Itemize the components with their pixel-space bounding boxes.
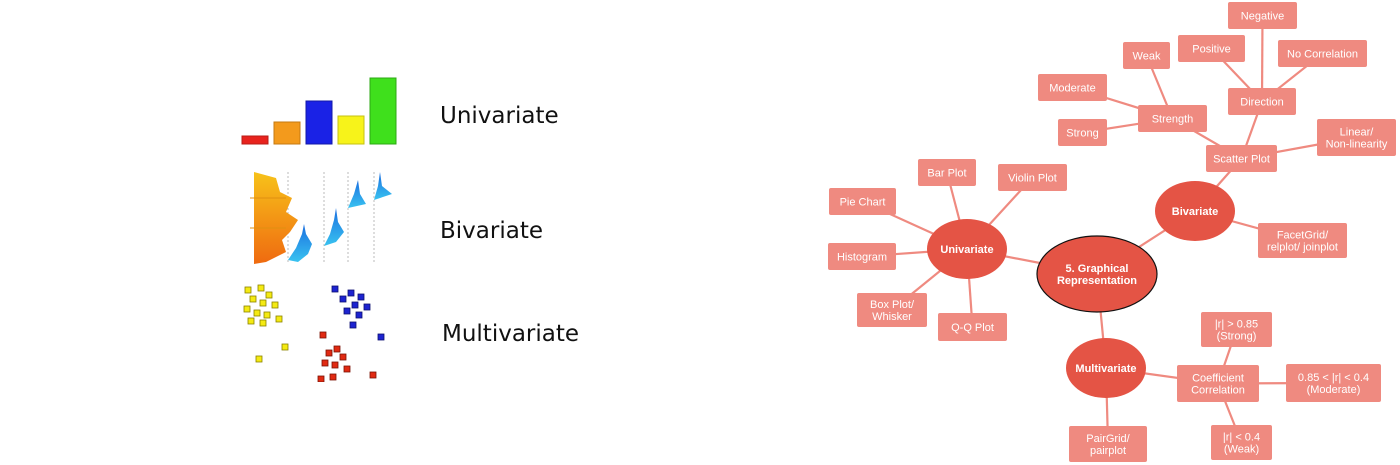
node-hist: Histogram	[828, 243, 896, 270]
node-label: Positive	[1192, 43, 1231, 55]
bar-chart-icon	[241, 77, 397, 145]
node-label: Bar Plot	[927, 167, 966, 179]
node-label: Scatter Plot	[1213, 153, 1270, 165]
node-shape	[1286, 364, 1381, 402]
node-negative: Negative	[1228, 2, 1297, 29]
node-shape	[938, 313, 1007, 341]
node-linear: Linear/Non-linearity	[1317, 119, 1396, 156]
node-shape	[998, 164, 1067, 191]
node-shape	[1138, 105, 1207, 132]
node-shape	[829, 188, 896, 215]
node-strength: Strength	[1138, 105, 1207, 132]
node-label: Box Plot/Whisker	[870, 299, 915, 323]
node-pairgrid: PairGrid/pairplot	[1069, 426, 1147, 462]
node-rweak: |r| < 0.4(Weak)	[1211, 425, 1272, 460]
univariate-legend-label: Univariate	[440, 103, 559, 129]
node-scatter: Scatter Plot	[1206, 145, 1277, 172]
node-rstrong: |r| > 0.85(Strong)	[1201, 312, 1272, 347]
node-shape	[1228, 88, 1296, 115]
node-label: Weak	[1133, 50, 1161, 62]
node-shape	[1155, 181, 1235, 241]
node-shape	[1038, 74, 1107, 101]
node-multi: Multivariate	[1066, 338, 1146, 398]
node-label: |r| < 0.4(Weak)	[1223, 431, 1260, 455]
node-label: Multivariate	[1075, 363, 1136, 375]
distribution-plot-icon	[250, 172, 392, 264]
node-label: FacetGrid/relplot/ joinplot	[1267, 229, 1338, 253]
node-label: Strength	[1152, 113, 1194, 125]
mind-map-edge	[1260, 15, 1264, 102]
node-bi: Bivariate	[1155, 181, 1235, 241]
node-rmod: 0.85 < |r| < 0.4(Moderate)	[1286, 364, 1381, 402]
node-label: Negative	[1241, 10, 1284, 22]
node-shape	[857, 293, 927, 327]
node-facet: FacetGrid/relplot/ joinplot	[1258, 223, 1347, 258]
node-shape	[828, 243, 896, 270]
node-shape	[1206, 145, 1277, 172]
node-box: Box Plot/Whisker	[857, 293, 927, 327]
node-shape	[1278, 40, 1367, 67]
node-label: Moderate	[1049, 82, 1095, 94]
node-uni: Univariate	[927, 219, 1007, 279]
node-moderate: Moderate	[1038, 74, 1107, 101]
node-qq: Q-Q Plot	[938, 313, 1007, 341]
node-label: Histogram	[837, 251, 887, 263]
node-label: Linear/Non-linearity	[1326, 126, 1388, 150]
node-label: Q-Q Plot	[951, 322, 994, 334]
node-positive: Positive	[1178, 35, 1245, 62]
node-label: Bivariate	[1172, 206, 1218, 218]
node-shape	[1058, 119, 1107, 146]
node-label: Pie Chart	[840, 196, 886, 208]
node-shape	[1317, 119, 1396, 156]
node-label: No Correlation	[1287, 48, 1358, 60]
node-shape	[1211, 425, 1272, 460]
node-shape	[1178, 35, 1245, 62]
node-shape	[1069, 426, 1147, 462]
node-label: 0.85 < |r| < 0.4(Moderate)	[1298, 372, 1369, 396]
node-strong: Strong	[1058, 119, 1107, 146]
node-label: Univariate	[940, 244, 993, 256]
node-shape	[1258, 223, 1347, 258]
node-violin: Violin Plot	[998, 164, 1067, 191]
node-bar: Bar Plot	[918, 159, 976, 186]
node-label: |r| > 0.85(Strong)	[1215, 318, 1258, 342]
node-shape	[927, 219, 1007, 279]
node-shape	[1066, 338, 1146, 398]
multivariate-legend-label: Multivariate	[442, 321, 580, 347]
node-label: Direction	[1240, 96, 1283, 108]
node-label: Violin Plot	[1008, 172, 1057, 184]
node-direction: Direction	[1228, 88, 1296, 115]
bivariate-legend-label: Bivariate	[440, 218, 543, 244]
node-label: PairGrid/pairplot	[1086, 433, 1130, 457]
node-nocorr: No Correlation	[1278, 40, 1367, 67]
node-shape	[1201, 312, 1272, 347]
node-pie: Pie Chart	[829, 188, 896, 215]
node-label: Strong	[1066, 127, 1098, 139]
scatter-clusters-icon	[243, 284, 385, 382]
node-shape	[1123, 42, 1170, 69]
node-shape	[1228, 2, 1297, 29]
node-weak: Weak	[1123, 42, 1170, 69]
node-shape	[918, 159, 976, 186]
node-shape	[1036, 235, 1158, 313]
node-shape	[1177, 365, 1259, 402]
